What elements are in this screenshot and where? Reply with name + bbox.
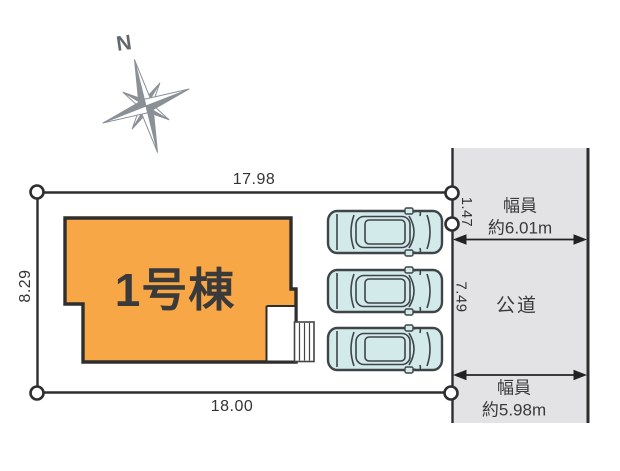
road-width-label-bottom: 幅員 約5.98m: [482, 377, 546, 421]
road-width-arrow-bottom: [453, 369, 587, 381]
road-width-label-top: 幅員 約6.01m: [488, 195, 552, 239]
compass-north-label: N: [114, 31, 134, 56]
car-icon: [326, 323, 444, 375]
road-width-arrow-top: [453, 234, 587, 245]
road-width-top-line1: 幅員: [503, 196, 537, 216]
parking-spaces: [326, 206, 444, 375]
dimension-left: 8.29: [17, 269, 34, 303]
road-area: [451, 148, 590, 423]
dimension-right-lower: 7.49: [452, 281, 470, 313]
road-width-top-line2: 約6.01m: [487, 218, 553, 237]
road-width-bottom-line1: 幅員: [497, 378, 531, 398]
car-icon: [326, 265, 444, 317]
compass-rose-icon: [102, 59, 190, 153]
building-1-label: 1号棟: [114, 264, 236, 316]
building-1-footprint: [63, 216, 315, 364]
entrance-steps: [293, 321, 315, 363]
boundary-point-markers: [29, 184, 460, 401]
road-name-label: 公道: [495, 295, 539, 317]
road-width-bottom-line2: 約5.98m: [481, 400, 547, 419]
dimension-bottom: 18.00: [210, 398, 254, 415]
car-icon: [326, 206, 444, 258]
dimension-top: 17.98: [232, 171, 276, 188]
plot-boundary: [36, 191, 452, 394]
dimension-right-upper: 1.47: [458, 196, 474, 228]
